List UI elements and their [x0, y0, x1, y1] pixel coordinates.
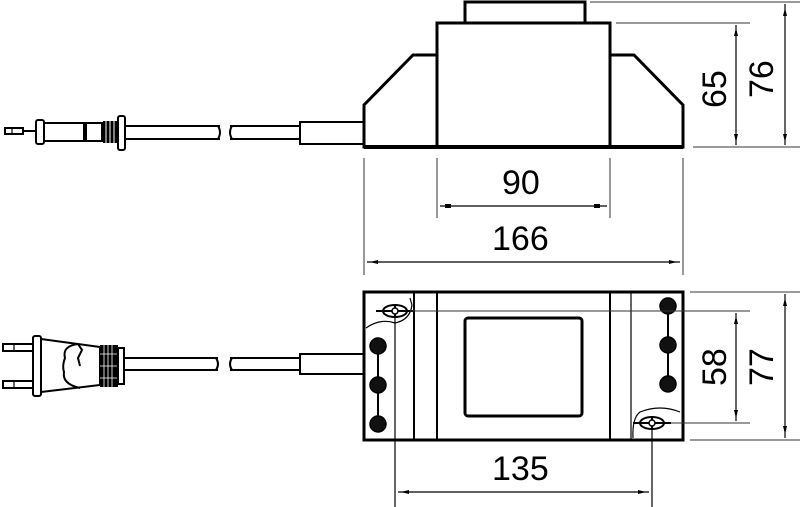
plug-top-icon: [2, 335, 125, 397]
dim-166-label: 166: [492, 220, 549, 258]
terminal-hole-icon: [369, 337, 387, 355]
terminal-hole-icon: [659, 336, 677, 354]
housing-top: [362, 290, 685, 507]
terminal-hole-icon: [659, 375, 677, 393]
dim-77-label: 77: [743, 348, 781, 386]
dim-90-label: 90: [502, 164, 540, 202]
terminal-hole-icon: [369, 376, 387, 394]
side-view: 65 76 90 166: [4, 0, 800, 275]
cable-side: [125, 121, 365, 145]
top-view: 58 77 135: [2, 290, 800, 507]
dim-76-label: 76: [743, 60, 781, 98]
dim-135-label: 135: [492, 450, 549, 488]
dimension-width-166: 166: [363, 158, 684, 275]
mounting-slot-right-icon: [632, 407, 681, 439]
dimension-height-side: 65 76: [590, 1, 800, 148]
plug-side-icon: [4, 115, 126, 151]
cable-top: [124, 353, 365, 375]
dim-65-label: 65: [696, 70, 734, 108]
terminal-holes-right: [659, 297, 677, 393]
housing-side: [362, 0, 685, 149]
dimension-mounting-135: 135: [398, 450, 649, 494]
terminal-holes-left: [369, 337, 387, 433]
mounting-slot-left-icon: [365, 297, 414, 329]
terminal-hole-icon: [659, 297, 677, 315]
terminal-hole-icon: [369, 415, 387, 433]
dimension-width-90: 90: [436, 158, 611, 218]
dim-58-label: 58: [696, 348, 734, 386]
dimension-depth-top: 58 77: [410, 291, 800, 441]
